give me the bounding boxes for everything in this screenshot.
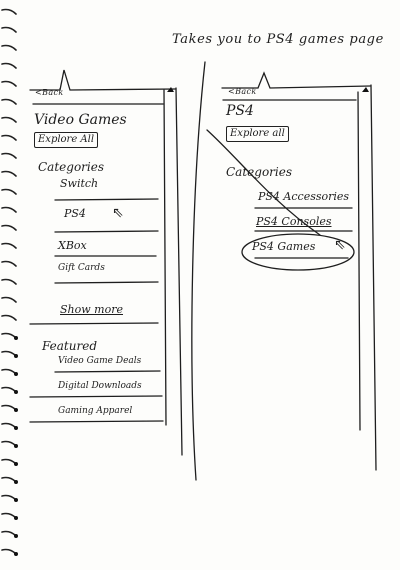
left-category-xbox[interactable]: XBox xyxy=(58,239,87,252)
left-featured-divider-2 xyxy=(29,395,163,398)
left-section-divider xyxy=(29,322,159,325)
spiral-binding xyxy=(1,8,18,556)
right-category-ps4-consoles[interactable]: PS4 Consoles xyxy=(256,215,332,228)
left-scrollbar-track xyxy=(163,89,167,426)
left-category-divider-2 xyxy=(54,230,159,233)
right-scroll-up-arrow-icon xyxy=(362,87,369,92)
arrow-cursor-icon-right: ⇖ xyxy=(334,237,346,253)
left-back-link[interactable]: <Back xyxy=(35,88,64,97)
left-scroll-up-arrow-icon xyxy=(167,87,174,92)
left-screen-notch-icon xyxy=(29,69,176,91)
annotation-note: Takes you to PS4 games page xyxy=(172,32,384,47)
left-show-more-link[interactable]: Show more xyxy=(60,303,123,316)
left-category-gift-cards[interactable]: Gift Cards xyxy=(58,263,105,273)
left-categories-heading: Categories xyxy=(38,160,104,174)
left-category-divider-1 xyxy=(54,198,159,201)
left-featured-divider-1 xyxy=(54,370,161,373)
right-category-ps4-accessories[interactable]: PS4 Accessories xyxy=(258,190,350,203)
left-featured-heading: Featured xyxy=(42,339,97,353)
flow-stroke xyxy=(191,61,206,481)
left-explore-all-button[interactable]: Explore All xyxy=(34,132,99,148)
left-featured-video-game-deals[interactable]: Video Game Deals xyxy=(58,356,142,366)
right-category-ps4-games[interactable]: PS4 Games xyxy=(252,240,316,253)
arrow-cursor-icon: ⇖ xyxy=(112,205,124,221)
right-scrollbar-track xyxy=(357,91,361,431)
left-category-ps4[interactable]: PS4 xyxy=(64,207,86,220)
right-screen-notch-icon xyxy=(221,71,371,89)
left-category-divider-4 xyxy=(54,281,159,284)
right-page-title: PS4 xyxy=(226,103,254,119)
left-featured-gaming-apparel[interactable]: Gaming Apparel xyxy=(58,406,133,416)
left-featured-divider-3 xyxy=(29,420,164,423)
right-explore-all-button[interactable]: Explore all xyxy=(226,126,289,142)
right-categories-heading: Categories xyxy=(226,165,292,179)
right-screen-right-edge xyxy=(370,84,377,471)
right-back-link[interactable]: <Back xyxy=(228,87,257,96)
left-screen-right-edge xyxy=(175,87,183,456)
ps4-games-highlight xyxy=(241,233,355,271)
left-category-switch[interactable]: Switch xyxy=(60,177,99,190)
flow-stroke-2 xyxy=(206,129,321,236)
left-featured-digital-downloads[interactable]: Digital Downloads xyxy=(58,381,142,391)
left-page-title: Video Games xyxy=(34,112,127,128)
